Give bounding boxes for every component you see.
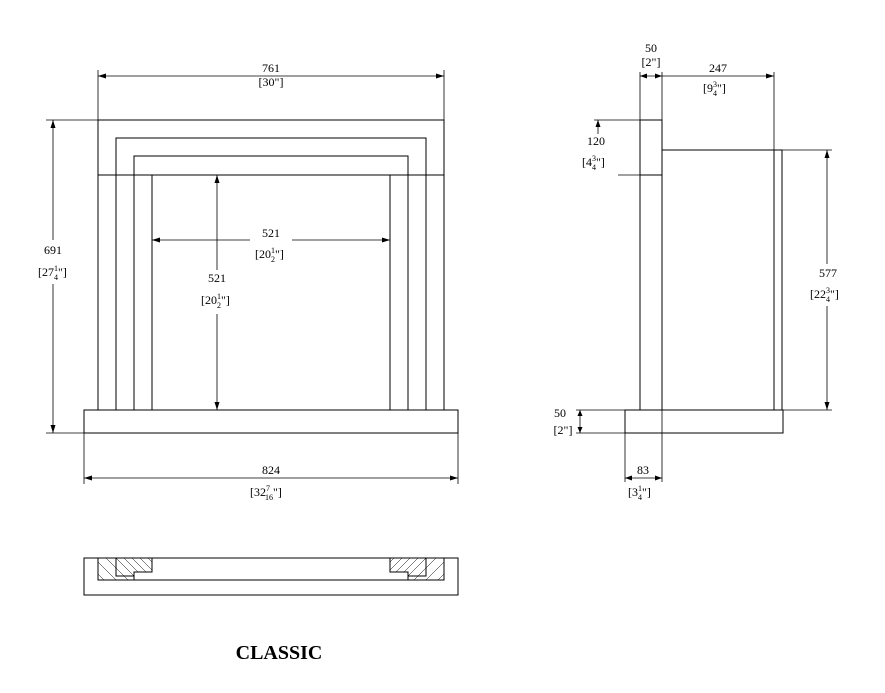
drawing-title: CLASSIC	[236, 642, 323, 664]
dim-hearth-height: 50 [2"]	[554, 406, 625, 437]
dim-top-depth: 50 [2"]	[639, 41, 663, 120]
dim-label-mm: 577	[819, 266, 837, 280]
mantel-inner-step-1	[115, 137, 427, 410]
dim-label-mm: 521	[208, 271, 226, 285]
dim-label-in: [30"]	[259, 75, 284, 89]
mantel-outer-outline	[97, 119, 445, 411]
plan-outline	[83, 557, 459, 596]
front-view	[83, 119, 459, 434]
side-pillar	[639, 119, 663, 411]
dim-label-mm: 521	[262, 226, 280, 240]
hearth	[83, 409, 459, 434]
dim-label-in: [2"]	[554, 423, 573, 437]
plan-section-view	[83, 557, 459, 596]
plan-step-lines	[115, 558, 427, 577]
plan-right-leg	[389, 557, 445, 581]
dim-label-mm: 691	[44, 243, 62, 257]
dim-label-mm: 761	[262, 61, 280, 75]
dim-label-mm: 247	[709, 61, 727, 75]
opening-jambs	[151, 175, 391, 410]
dim-label-mm: 120	[587, 134, 605, 148]
mantel-inner-step-2	[133, 155, 409, 410]
plan-right-hatch	[390, 558, 444, 580]
plan-left-hatch	[98, 558, 152, 580]
plan-back-line	[97, 558, 445, 581]
dim-label-mm: 50	[554, 406, 566, 420]
plan-left-leg	[97, 557, 153, 581]
dim-overall-width: 761 [30"]	[97, 61, 445, 120]
side-view	[624, 119, 784, 434]
side-inset-outline	[662, 149, 783, 410]
dim-label-mm: 824	[262, 463, 280, 477]
side-hearth	[624, 409, 784, 434]
dim-label-mm: 50	[645, 41, 657, 55]
dim-label-in: [2"]	[642, 55, 661, 69]
dim-label-mm: 83	[637, 463, 649, 477]
